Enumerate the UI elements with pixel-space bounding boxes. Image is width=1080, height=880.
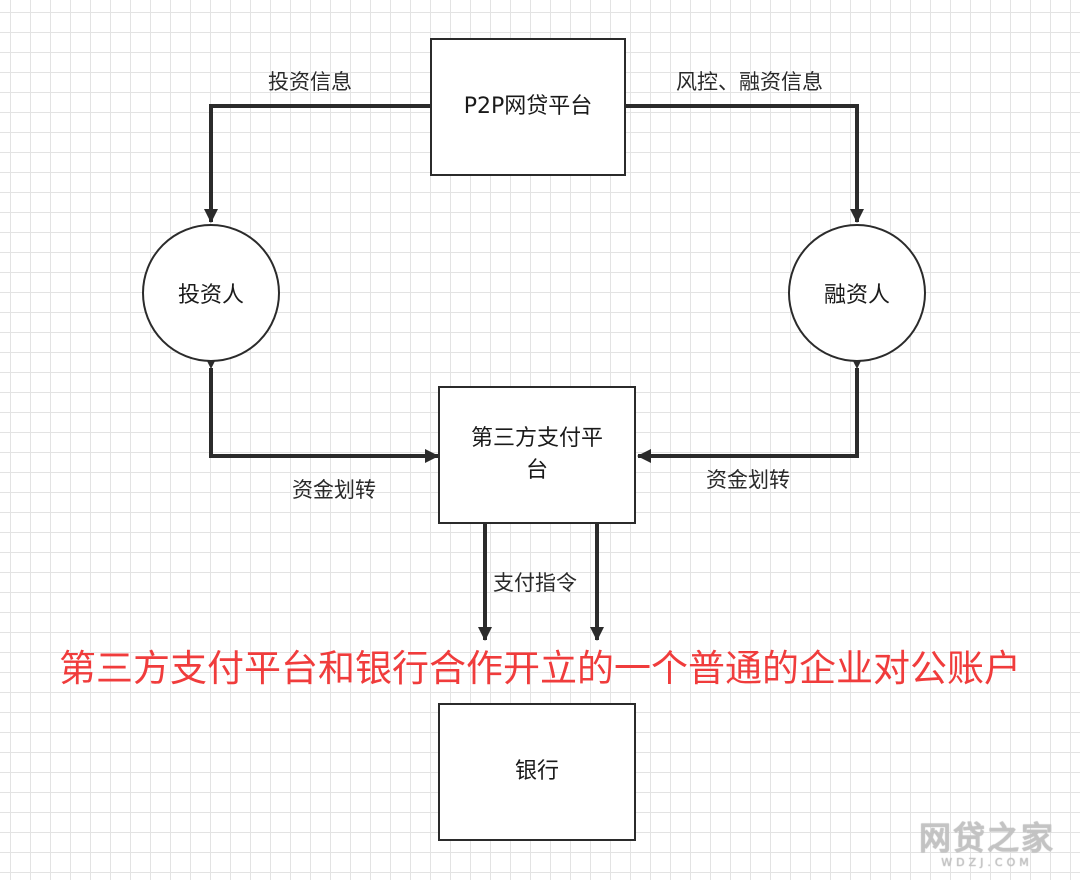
edge-label-risk-financing-info: 风控、融资信息	[676, 70, 823, 94]
arrow-borrower-payment-bidirectional	[637, 355, 864, 463]
node-bank-label: 银行	[514, 759, 559, 784]
edge-label-funds-transfer-left: 资金划转	[292, 478, 376, 502]
node-borrower-label: 融资人	[823, 283, 890, 308]
node-borrower: 融资人	[788, 224, 926, 362]
node-investor-label: 投资人	[177, 283, 244, 308]
node-payment-platform: 第三方支付平 台	[438, 386, 636, 524]
edge-label-funds-transfer-right: 资金划转	[706, 468, 790, 492]
node-payment-platform-label-line2: 台	[525, 458, 548, 483]
edge-label-payment-instruction: 支付指令	[493, 571, 577, 595]
node-investor: 投资人	[142, 224, 280, 362]
arrow-investor-payment-bidirectional	[204, 355, 439, 463]
annotation-banner: 第三方支付平台和银行合作开立的一个普通的企业对公账户	[59, 647, 1021, 690]
arrow-platform-to-borrower	[625, 104, 864, 223]
node-p2p-platform-label: P2P网贷平台	[463, 94, 593, 119]
arrow-platform-to-investor	[204, 104, 430, 223]
node-bank: 银行	[438, 703, 636, 841]
node-payment-platform-label-line1: 第三方支付平	[470, 426, 603, 451]
watermark-logo: 网贷之家 WDZJ.COM	[912, 820, 1062, 870]
watermark-brand: 网贷之家	[918, 819, 1055, 857]
edge-label-investment-info: 投资信息	[268, 70, 352, 94]
watermark-site: WDZJ.COM	[941, 856, 1033, 869]
node-p2p-platform: P2P网贷平台	[430, 38, 626, 176]
